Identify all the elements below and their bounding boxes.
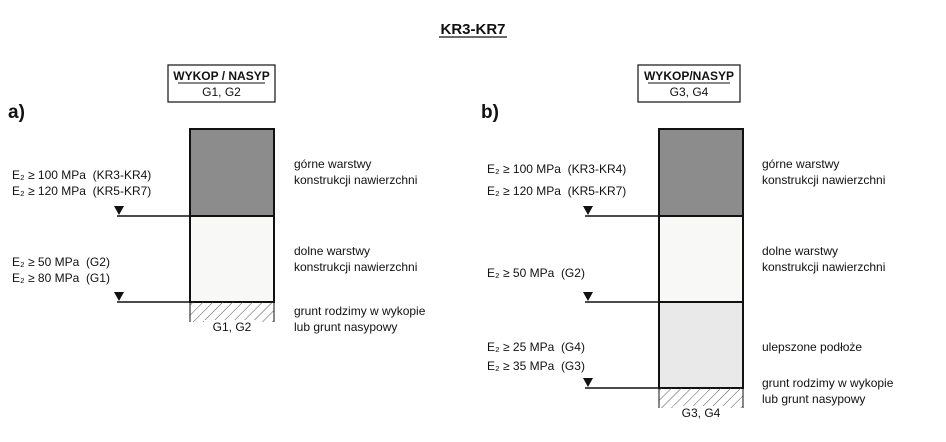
panel-a-upper-layer xyxy=(189,128,275,217)
panel-a-layer-upper-2: konstrukcji nawierzchni xyxy=(294,173,417,187)
panel-b-header-sub: G3, G4 xyxy=(670,85,709,99)
panel-b-level-marker-upper xyxy=(583,206,593,215)
panel-b-label: b) xyxy=(481,102,499,123)
panel-b-improved-layer xyxy=(658,301,744,389)
panel-b-layer-improved: ulepszone podłoże xyxy=(762,340,862,354)
panel-b-lower-layer xyxy=(658,215,744,303)
panel-b-req-lower-1: E₂ ≥ 25 MPa (G4) xyxy=(487,340,585,354)
panel-b-layer-upper-1: górne warstwy xyxy=(762,157,839,171)
panel-b-layer-lower-1: dolne warstwy xyxy=(762,244,838,258)
panel-b-layer-ground-2: lub grunt nasypowy xyxy=(762,392,865,406)
panel-a-ground-hatch xyxy=(190,302,274,322)
panel-a-level-marker-lower xyxy=(114,292,124,301)
panel-b-ground-label: G3, G4 xyxy=(682,406,721,420)
panel-a-label: a) xyxy=(8,102,25,123)
panel-b-level-marker-mid xyxy=(583,292,593,301)
panel-a-level-marker-upper xyxy=(114,206,124,215)
panel-a-ground-label: G1, G2 xyxy=(213,320,252,334)
panel-a: a) WYKOP / NASYP G1, G2 G1, G2 E₂ ≥ 100 … xyxy=(8,64,426,334)
panel-a-header-title: WYKOP / NASYP xyxy=(173,69,269,83)
panel-b: b) WYKOP/NASYP G3, G4 G3, G4 E₂ ≥ 100 MP… xyxy=(481,64,894,420)
panel-b-req-mid-1: E₂ ≥ 50 MPa (G2) xyxy=(487,266,585,280)
panel-b-req-lower-2: E₂ ≥ 35 MPa (G3) xyxy=(487,359,585,373)
panel-b-header-title: WYKOP/NASYP xyxy=(644,69,734,83)
panel-b-req-upper-2: E₂ ≥ 120 MPa (KR5-KR7) xyxy=(487,184,626,198)
panel-a-req-lower-2: E₂ ≥ 80 MPa (G1) xyxy=(12,271,110,285)
panel-a-ground-label-bg xyxy=(204,320,260,334)
panel-a-lower-layer xyxy=(189,215,275,303)
diagram-title: KR3-KR7 xyxy=(440,21,505,38)
panel-a-req-upper-2: E₂ ≥ 120 MPa (KR5-KR7) xyxy=(12,184,151,198)
panel-b-layer-upper-2: konstrukcji nawierzchni xyxy=(762,173,885,187)
panel-a-header-sub: G1, G2 xyxy=(202,85,241,99)
panel-a-layer-lower-1: dolne warstwy xyxy=(294,244,370,258)
panel-a-layer-ground-1: grunt rodzimy w wykopie xyxy=(294,304,426,318)
panel-a-req-lower-1: E₂ ≥ 50 MPa (G2) xyxy=(12,255,110,269)
panel-b-req-upper-1: E₂ ≥ 100 MPa (KR3-KR4) xyxy=(487,162,626,176)
panel-b-ground-hatch xyxy=(659,388,743,408)
panel-a-layer-lower-2: konstrukcji nawierzchni xyxy=(294,260,417,274)
panel-b-level-marker-lower xyxy=(583,378,593,387)
panel-b-ground-label-bg xyxy=(673,406,729,420)
panel-a-req-upper-1: E₂ ≥ 100 MPa (KR3-KR4) xyxy=(12,168,151,182)
panel-a-layer-ground-2: lub grunt nasypowy xyxy=(294,320,397,334)
panel-b-layer-ground-1: grunt rodzimy w wykopie xyxy=(762,376,894,390)
panel-b-upper-layer xyxy=(658,128,744,217)
panel-a-layer-upper-1: górne warstwy xyxy=(294,157,371,171)
panel-b-layer-lower-2: konstrukcji nawierzchni xyxy=(762,260,885,274)
